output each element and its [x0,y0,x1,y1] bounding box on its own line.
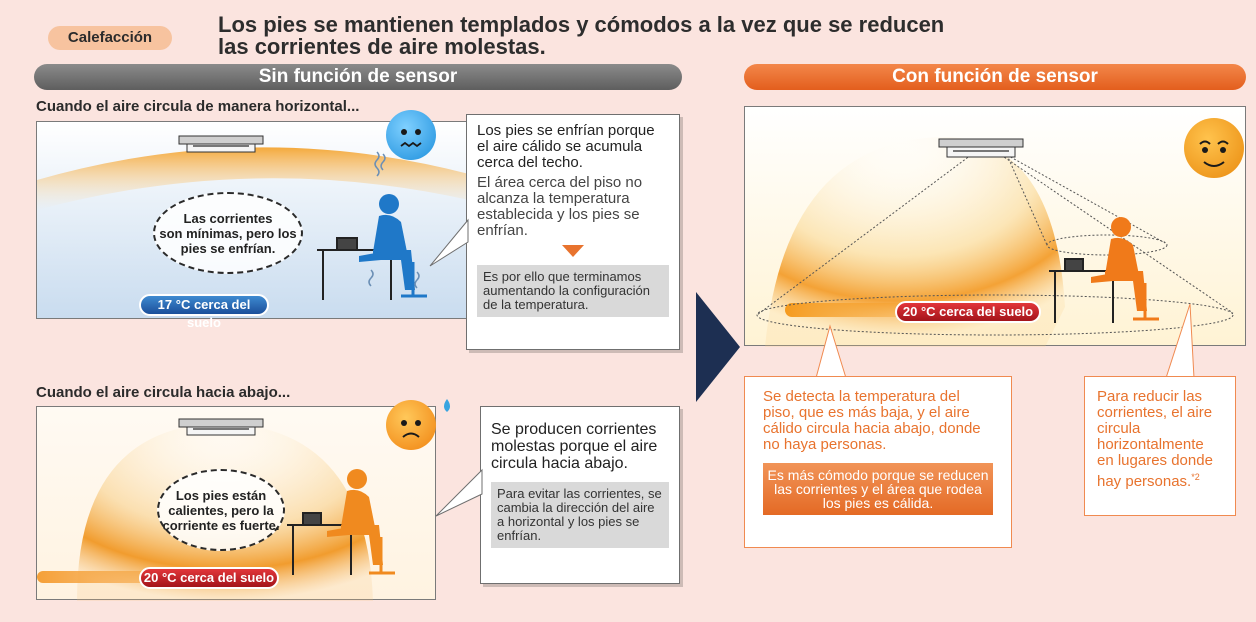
person-silhouette-icon-2 [327,469,395,575]
callout-text-1: Los pies se enfrían porque el aire cálid… [477,122,655,171]
thought-bubble-2: Los pies están calientes, pero la corrie… [157,469,285,551]
comparison-arrow-icon [696,292,740,402]
temperature-badge-cold: 17 °C cerca del suelo [139,294,269,330]
cold-lines-icon [368,151,420,289]
thought-bubble: Las corrientes son mínimas, pero los pie… [153,192,303,274]
happy-face-icon [1184,118,1244,178]
callout-horizontal: Los pies se enfrían porque el aire cálid… [466,114,680,350]
box1-highlight: Es más cómodo porque se reducen las corr… [763,463,993,515]
callout-downward: Se producen corrientes molestas porque e… [480,406,680,584]
box2-pointer [1165,303,1195,379]
arrow-down-icon [562,245,584,257]
ceiling-unit-icon [178,135,264,153]
person-silhouette-icon-3 [1091,217,1159,321]
uncomfortable-face-icon [386,400,436,450]
room-horizontal-illustration [37,135,469,300]
warm-air-band [37,147,469,210]
callout2-gray-note: Para evitar las corrientes, se cambia la… [491,482,669,548]
temperature-badge-warm: 20 °C cerca del suelo [139,567,279,589]
sensor-info-box-2: Para reducir las corrientes, el aire cir… [1084,376,1236,516]
room-sensor: 20 °C cerca del suelo [744,106,1246,347]
callout2-pointer [435,468,483,517]
temperature-badge-sensor: 20 °C cerca del suelo [895,301,1041,323]
with-sensor-bar: Con función de sensor [744,64,1246,90]
ceiling-unit-icon-3 [938,138,1024,158]
cold-face-icon [386,110,436,160]
ceiling-unit-icon-2 [178,418,264,436]
room-sensor-illustration [756,137,1234,347]
callout2-text: Se producen corrientes molestas porque e… [491,421,658,472]
box1-pointer [815,324,847,379]
box1-text: Se detecta la temperatura del piso, que … [763,388,981,453]
sweat-drop-icon [444,399,450,412]
callout-pointer [429,218,469,267]
headline: Los pies se mantienen templados y cómodo… [218,14,1178,58]
room-downward-airflow: Los pies están calientes, pero la corrie… [36,406,436,601]
callout-text-2: El área cerca del piso no alcanza la tem… [477,174,643,239]
without-sensor-bar: Sin función de sensor [34,64,682,90]
case2-caption: Cuando el aire circula hacia abajo... [36,384,291,401]
sensor-info-box-1: Se detecta la temperatura del piso, que … [744,376,1012,548]
callout-gray-note: Es por ello que terminamos aumentando la… [477,265,669,317]
person-silhouette-icon [359,194,427,298]
warm-air-dome-sensor [765,137,1065,347]
headline-line-2: las corrientes de aire molestas. [218,34,546,59]
box2-text: Para reducir las corrientes, el aire cir… [1097,388,1213,490]
headline-line-1: Los pies se mantienen templados y cómodo… [218,12,945,37]
case1-caption: Cuando el aire circula de manera horizon… [36,98,360,115]
heating-badge: Calefacción [48,26,172,50]
box2-footnote: *2 [1191,472,1200,482]
